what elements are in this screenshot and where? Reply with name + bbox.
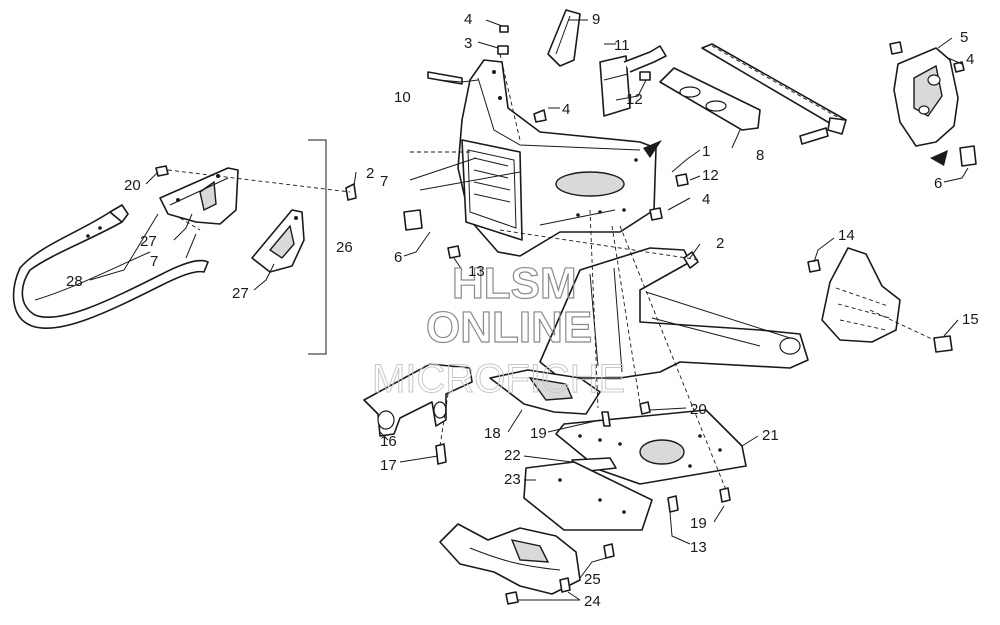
callout-6-left: 6	[394, 249, 402, 266]
watermark: HLSM ONLINE MICROFICHE	[372, 258, 626, 401]
callout-22: 22	[504, 447, 521, 464]
callout-7-lower: 7	[150, 253, 158, 270]
rubber-block-right-part	[959, 145, 977, 167]
callout-4-far-right: 4	[966, 51, 974, 68]
callout-24: 24	[584, 593, 601, 610]
callout-19-lower: 19	[690, 515, 707, 532]
callout-2-left: 2	[366, 165, 374, 182]
front-tube-right-part	[489, 369, 601, 415]
bottom-shield-part	[439, 523, 581, 595]
callout-14: 14	[838, 227, 855, 244]
callout-12-top: 12	[626, 91, 643, 108]
mount-bracket-part	[821, 247, 901, 343]
callout-27-upper: 27	[140, 233, 157, 250]
callout-20-left: 20	[124, 177, 141, 194]
callout-26: 26	[336, 239, 353, 256]
callout-23: 23	[504, 471, 521, 488]
callout-4-right: 4	[702, 191, 710, 208]
callout-3: 3	[464, 35, 472, 52]
front-bumper-part	[12, 204, 209, 330]
nose-frame-part	[457, 59, 657, 257]
callout-9: 9	[592, 11, 600, 28]
callout-8: 8	[756, 147, 764, 164]
callout-12-right: 12	[702, 167, 719, 184]
callout-4-top: 4	[464, 11, 472, 28]
callout-15: 15	[962, 311, 979, 328]
arrow-marker-2	[930, 150, 948, 166]
callout-27-lower: 27	[232, 285, 249, 302]
callout-28: 28	[66, 273, 83, 290]
callout-2-mid: 2	[716, 235, 724, 252]
leader-lines	[89, 19, 969, 601]
watermark-line-3: MICROFICHE	[372, 357, 625, 401]
dash-plate-part	[659, 67, 761, 131]
callout-16: 16	[380, 433, 397, 450]
callout-5: 5	[960, 29, 968, 46]
callout-19-mid: 19	[530, 425, 547, 442]
callout-13-lower: 13	[690, 539, 707, 556]
callout-13-upper: 13	[468, 263, 485, 280]
callout-20-mid: 20	[690, 401, 707, 418]
arrow-marker-1	[643, 140, 662, 158]
fasteners	[155, 25, 965, 605]
callout-21: 21	[762, 427, 779, 444]
cover-plate-part	[547, 9, 581, 67]
callout-18: 18	[484, 425, 501, 442]
callouts: 4 3 9 11 10 12 4 1 12 4 8 5 4 6 2 20 7 2…	[66, 11, 979, 610]
assembly-lines	[167, 53, 935, 491]
switch-block-part	[599, 45, 667, 117]
callout-1: 1	[702, 143, 710, 160]
watermark-line-2: ONLINE	[426, 303, 592, 352]
lower-guard-part	[523, 461, 653, 531]
bumper-bracket-upper-part	[159, 167, 239, 225]
front-tube-left-part	[363, 363, 473, 437]
right-bracket-part	[893, 47, 959, 147]
group-bracket-26	[308, 139, 327, 355]
rubber-block-left-part	[403, 209, 423, 231]
callout-25: 25	[584, 571, 601, 588]
callout-10: 10	[394, 89, 411, 106]
callout-6-right: 6	[934, 175, 942, 192]
watermark-line-1: HLSM	[452, 259, 577, 308]
bumper-bracket-lower-part	[251, 209, 305, 273]
lower-frame-part	[539, 247, 809, 379]
callout-17: 17	[380, 457, 397, 474]
callout-4-mid: 4	[562, 101, 570, 118]
callout-11: 11	[614, 37, 630, 54]
callout-7-left: 7	[380, 173, 388, 190]
support-rod-part	[701, 43, 847, 135]
